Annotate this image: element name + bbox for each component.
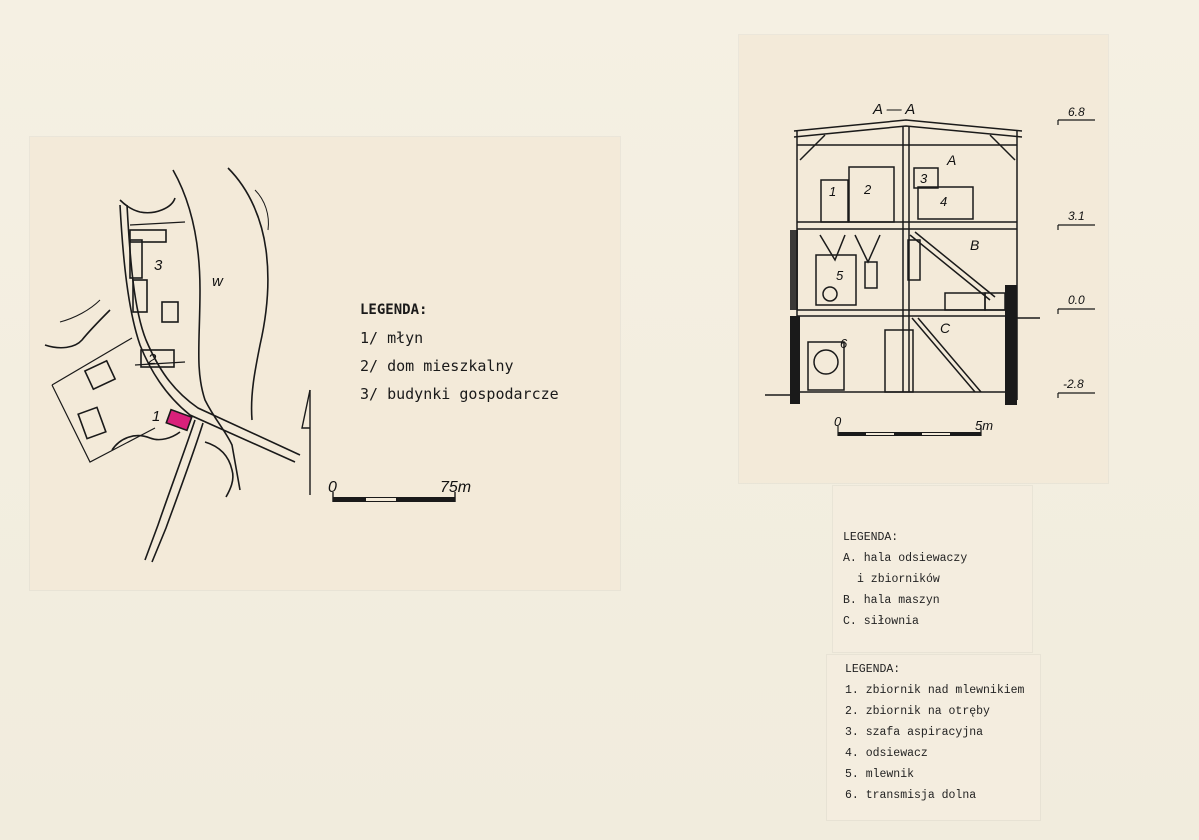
road-south xyxy=(144,419,196,561)
section-item-2 xyxy=(848,166,895,223)
label-3: 3 xyxy=(154,257,163,274)
legend-numbers-title: LEGENDA: xyxy=(845,663,901,676)
legend-numbers-item: 3. szafa aspiracyjna xyxy=(845,726,984,739)
item-number-3: 3 xyxy=(920,171,928,186)
section-item-3 xyxy=(913,167,939,189)
legend-numbers: LEGENDA: 1. zbiornik nad mlewnikiem 2. z… xyxy=(845,659,1024,806)
legend-numbers-item: 5. mlewnik xyxy=(845,768,915,781)
legend-numbers-item: 1. zbiornik nad mlewnikiem xyxy=(845,684,1025,697)
legend-halls-card xyxy=(833,486,1032,652)
farm-building-1 xyxy=(129,229,167,243)
legend-halls-item: C. siłownia xyxy=(843,615,919,628)
legend-halls-item: B. hala maszyn xyxy=(843,594,940,607)
zone-label-c: C xyxy=(940,320,951,336)
road-main xyxy=(119,204,296,463)
legend-halls-title: LEGENDA: xyxy=(843,531,899,544)
item-number-6: 6 xyxy=(840,336,848,351)
site-legend: LEGENDA: 1/ młyn 2/ dom mieszkalny 3/ bu… xyxy=(360,296,559,408)
section-item-4 xyxy=(917,186,974,220)
legend-numbers-item: 2. zbiornik na otręby xyxy=(845,705,990,718)
item-number-4: 4 xyxy=(940,194,947,209)
level-6-8: 6.8 xyxy=(1068,105,1085,119)
item-number-5: 5 xyxy=(836,268,844,283)
label-2: 2 xyxy=(147,351,157,368)
section-item-6 xyxy=(807,341,845,391)
site-legend-title: LEGENDA: xyxy=(360,302,428,318)
river-bank-left xyxy=(172,169,241,491)
label-w: w xyxy=(212,273,224,290)
section-card xyxy=(739,35,1108,483)
zone-label-b: B xyxy=(970,237,979,253)
level-minus-2-8: -2.8 xyxy=(1063,377,1084,391)
level-3-1: 3.1 xyxy=(1068,209,1085,223)
farm-building-2 xyxy=(132,279,148,313)
site-legend-item: 1/ młyn xyxy=(360,329,424,347)
outbuilding-a xyxy=(83,359,117,391)
legend-numbers-card xyxy=(827,655,1040,820)
label-1: 1 xyxy=(152,408,160,425)
site-legend-item: 3/ budynki gospodarcze xyxy=(360,385,559,403)
section-scale-bar xyxy=(837,426,982,436)
section-item-1 xyxy=(820,179,849,223)
north-arrow-icon xyxy=(301,389,311,495)
zone-label-a: A xyxy=(946,152,956,168)
site-scale-end: 75m xyxy=(440,479,471,496)
legend-numbers-item: 6. transmisja dolna xyxy=(845,789,977,802)
section-item-5 xyxy=(815,254,857,306)
legend-numbers-item: 4. odsiewacz xyxy=(845,747,928,760)
section-scale-start: 0 xyxy=(834,414,842,429)
fence-west xyxy=(51,337,133,386)
legend-halls-item: i zbiorników xyxy=(857,573,940,586)
site-scale-start: 0 xyxy=(328,479,337,496)
level-0-0: 0.0 xyxy=(1068,293,1085,307)
river-bank-right xyxy=(227,167,269,421)
site-legend-item: 2/ dom mieszkalny xyxy=(360,357,514,375)
farm-building-3 xyxy=(161,301,179,323)
legend-halls: LEGENDA: A. hala odsiewaczy i zbiorników… xyxy=(843,527,967,632)
section-scale-end: 5m xyxy=(975,418,993,433)
site-plan-card xyxy=(30,137,620,590)
legend-halls-item: A. hala odsiewaczy xyxy=(843,552,968,565)
roof xyxy=(793,119,1023,132)
outbuilding-b xyxy=(77,406,107,440)
house xyxy=(140,349,175,368)
mill-highlight xyxy=(165,408,193,432)
section-title: A — A xyxy=(872,101,915,118)
site-scale-bar xyxy=(332,492,456,502)
item-number-2: 2 xyxy=(863,182,872,197)
item-number-1: 1 xyxy=(829,184,836,199)
